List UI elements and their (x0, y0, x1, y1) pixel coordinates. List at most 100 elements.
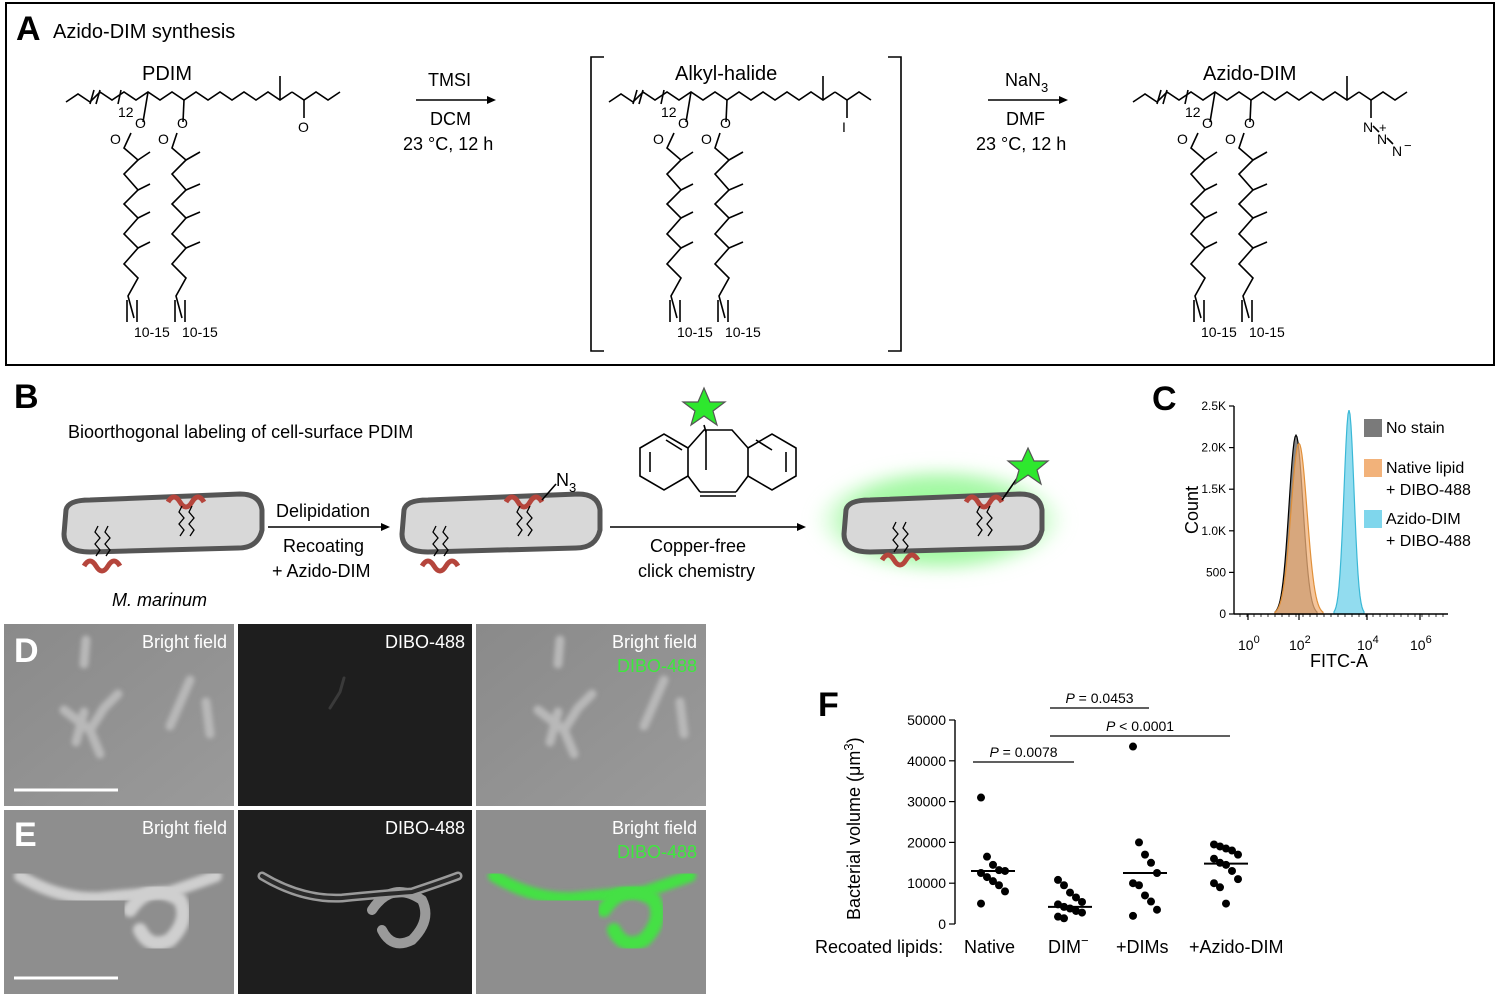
bacterium-unlabeled: M. marinum (61, 491, 265, 610)
halide-iodine: I (842, 119, 846, 135)
step2-reagent: NaN3 (1005, 70, 1048, 95)
volume-y-tick-label: 40000 (907, 753, 946, 769)
legend-swatch (1364, 419, 1382, 437)
legend-label-2: + DIBO-488 (1386, 533, 1471, 550)
hist-y-tick-label: 1.5K (1201, 482, 1226, 496)
volume-point (977, 793, 985, 802)
arrow-click-chemistry: Copper-free click chemistry (610, 523, 806, 581)
e-dibo-label: DIBO-488 (385, 818, 465, 838)
azide-n2: N (1377, 131, 1387, 147)
volume-point (1216, 883, 1224, 892)
e-bacteria (14, 870, 696, 951)
volume-y-tick-label: 10000 (907, 875, 946, 891)
legend-label-2: + DIBO-488 (1386, 482, 1471, 499)
recoated-lipids-label: Recoated lipids: (815, 937, 943, 957)
volume-medians (971, 862, 1248, 908)
d-merge-dibo-label: DIBO-488 (617, 656, 697, 676)
arrow-delipidation: Delipidation Recoating + Azido-DIM (268, 501, 390, 581)
bacterium-labeled (810, 446, 1070, 578)
step1-conditions: 23 °C, 12 h (403, 134, 493, 154)
halide-o1: O (678, 115, 689, 131)
halide-range2: 10-15 (725, 324, 761, 340)
panel-b-title: Bioorthogonal labeling of cell-surface P… (68, 422, 413, 442)
volume-point (1210, 854, 1218, 863)
microscopy-grid: D E Bright field DIBO-488 Bright field D… (4, 624, 706, 994)
legend-swatch (1364, 510, 1382, 528)
step1-solvent: DCM (430, 109, 471, 129)
organism-label: M. marinum (112, 590, 207, 610)
flow-histogram (1274, 410, 1365, 615)
volume-point (1141, 891, 1149, 900)
volume-point (1222, 860, 1230, 869)
bound-fluorophore-star-icon (1006, 446, 1050, 486)
recoating-label: Recoating (283, 536, 364, 556)
hist-y-tick-label: 2.5K (1201, 399, 1226, 413)
legend-swatch (1364, 459, 1382, 477)
panel-label-b: B (14, 378, 39, 416)
hist-peak (1274, 442, 1324, 615)
intermediate-bracket (590, 56, 902, 352)
volume-point (1222, 844, 1230, 853)
reaction-arrow-2: NaN3 DMF 23 °C, 12 h (976, 70, 1068, 154)
azido-dim-add-label: + Azido-DIM (272, 561, 371, 581)
volume-y-tick-label: 30000 (907, 794, 946, 810)
pdim-o1: O (135, 115, 146, 131)
volume-point (977, 899, 985, 908)
legend-label: No stain (1386, 420, 1445, 437)
delipidation-label: Delipidation (276, 501, 370, 521)
volume-point (989, 860, 997, 869)
azido-dim-structure: Azido-DIM 12 O O O O (1132, 63, 1412, 340)
panel-a-title: Azido-DIM synthesis (53, 21, 235, 43)
volume-point (1141, 850, 1149, 859)
d-dibo-label: DIBO-488 (385, 632, 465, 652)
pdim-sub-12: 12 (118, 104, 134, 120)
volume-point (1234, 850, 1242, 859)
volume-point (995, 881, 1003, 890)
azido-sub-12: 12 (1185, 104, 1201, 120)
azide-n1: N (1363, 119, 1373, 135)
volume-point (1078, 908, 1086, 917)
volume-point (1210, 840, 1218, 849)
volume-point (1129, 879, 1137, 888)
panel-label-a: A (16, 10, 41, 48)
azido-o3: O (1177, 131, 1188, 147)
volume-y-label: Bacterial volume (μm3) (841, 737, 864, 920)
volume-point (1054, 912, 1062, 921)
azido-range2: 10-15 (1249, 324, 1285, 340)
volume-point (1216, 842, 1224, 851)
click-label-1: Copper-free (650, 536, 746, 556)
volume-point (1072, 906, 1080, 915)
significance-label: P = 0.0078 (989, 744, 1057, 760)
histogram-y-label: Count (1182, 486, 1202, 534)
fluorophore-star-icon (681, 386, 727, 427)
hist-y-tick-label: 1.0K (1201, 524, 1226, 538)
pdim-label: PDIM (142, 63, 192, 85)
volume-point (983, 873, 991, 882)
volume-category-label: DIM− (1048, 933, 1089, 957)
pdim-o5: O (298, 119, 309, 135)
dibo-reagent (639, 429, 797, 497)
legend-label: Native lipid (1386, 460, 1464, 477)
significance-label: P < 0.0001 (1106, 718, 1174, 734)
volume-category-label: +DIMs (1116, 937, 1169, 957)
panel-label-c: C (1152, 380, 1177, 418)
azide-minus: − (1404, 138, 1412, 153)
volume-point (1060, 881, 1068, 890)
volume-point (1228, 866, 1236, 875)
pdim-o4: O (158, 131, 169, 147)
histogram-x-label: FITC-A (1310, 651, 1368, 671)
e-merge-dibo-label: DIBO-488 (617, 842, 697, 862)
halide-range1: 10-15 (677, 324, 713, 340)
halide-o4: O (701, 131, 712, 147)
pdim-range2: 10-15 (182, 324, 218, 340)
halide-o2: O (720, 115, 731, 131)
azide-n3-label: N3 (556, 470, 576, 495)
volume-point (1078, 897, 1086, 906)
d-merge-bf-label: Bright field (612, 632, 697, 652)
